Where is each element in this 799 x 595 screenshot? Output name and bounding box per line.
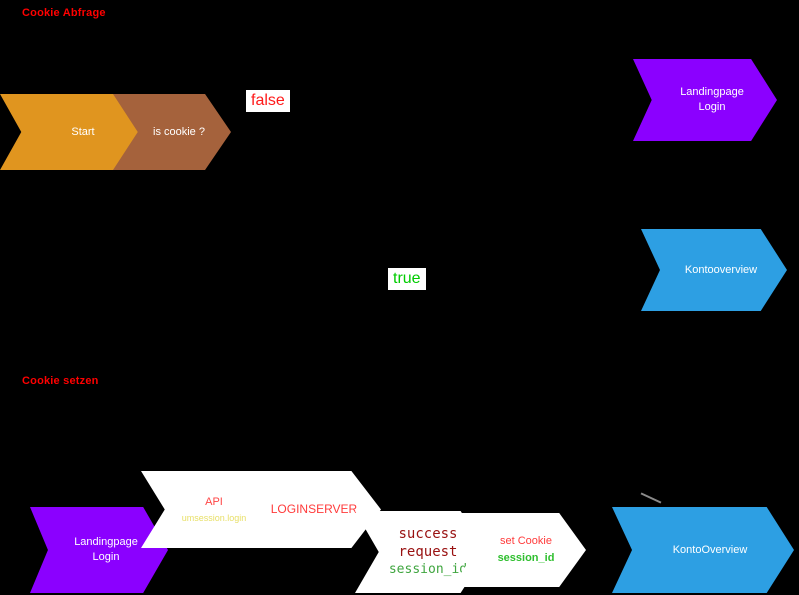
landingpage-login-top-line1: Landingpage [680,86,744,99]
response-line-request: request [398,543,458,560]
connector-line [640,492,662,504]
true-branch-label: true [388,268,426,291]
landingpage-login-node-bottom: Landingpage Login [30,507,168,593]
landingpage-login-node-top: Landingpage Login [633,59,777,141]
landingpage-login-bottom-line2: Login [92,551,120,563]
false-branch-label: false [246,90,290,113]
landingpage-login-bottom-line1: Landingpage [74,536,138,549]
section-title-cookie-abfrage: Cookie Abfrage [22,7,106,19]
response-session-id: session_id [388,562,468,578]
kontooverview-node-top: Kontooverview [641,229,787,311]
set-cookie-label: set Cookie [500,535,552,548]
kontooverview-node-bottom: KontoOverview [612,507,794,593]
response-line-success: success [398,525,458,542]
set-cookie-session-id: session_id [497,552,555,564]
kontooverview-bottom-label: KontoOverview [672,543,748,556]
cookie-check-label: is cookie ? [153,125,205,138]
landingpage-login-top-line2: Login [698,101,726,113]
api-node-endpoint: umsession.login [181,512,247,523]
loginserver-label: LOGINSERVER [270,502,358,517]
section-title-cookie-setzen: Cookie setzen [22,375,99,387]
kontooverview-top-label: Kontooverview [684,263,758,276]
start-node-label: Start [71,125,95,138]
api-node-title: API [205,496,223,508]
